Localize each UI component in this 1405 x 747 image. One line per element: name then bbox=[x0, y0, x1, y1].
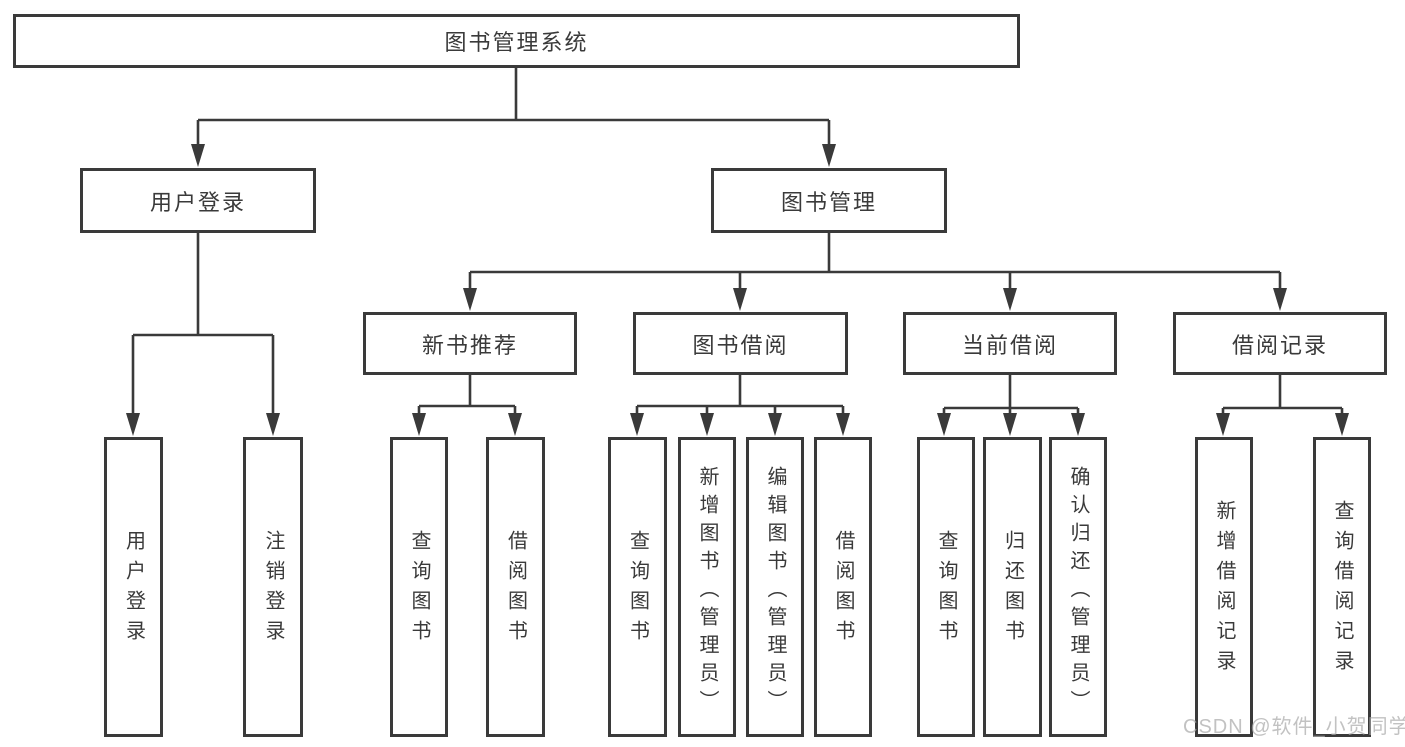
node-current-borrowing: 当前借阅 bbox=[903, 312, 1117, 375]
node-book-management: 图书管理 bbox=[711, 168, 947, 233]
node-user-login-action: 用户登录 bbox=[104, 437, 163, 737]
node-new-book-recommendation: 新书推荐 bbox=[363, 312, 577, 375]
csdn-watermark: CSDN @软件_小贺同学 bbox=[1183, 716, 1405, 738]
node-borrow-books-recommend: 借阅图书 bbox=[486, 437, 545, 737]
node-add-borrow-record: 新增借阅记录 bbox=[1195, 437, 1253, 737]
arrow-down-icon bbox=[733, 288, 747, 311]
arrow-down-icon bbox=[412, 413, 426, 436]
connector-book-borrow-split bbox=[630, 375, 850, 436]
arrow-down-icon bbox=[937, 413, 951, 436]
node-search-borrow-record: 查询借阅记录 bbox=[1313, 437, 1371, 737]
node-search-books-borrowing: 查询图书 bbox=[608, 437, 667, 737]
node-user-login: 用户登录 bbox=[80, 168, 316, 233]
node-search-books-recommend: 查询图书 bbox=[390, 437, 448, 737]
node-borrowing-records: 借阅记录 bbox=[1173, 312, 1387, 375]
node-library-management-system: 图书管理系统 bbox=[13, 14, 1020, 68]
node-book-borrowing: 图书借阅 bbox=[633, 312, 848, 375]
node-edit-books-admin: 编辑图书（管理员） bbox=[746, 437, 804, 737]
arrow-down-icon bbox=[1335, 413, 1349, 436]
arrow-down-icon bbox=[1003, 288, 1017, 311]
arrow-down-icon bbox=[630, 413, 644, 436]
arrow-down-icon bbox=[822, 144, 836, 167]
connector-root-split bbox=[191, 68, 836, 167]
arrow-down-icon bbox=[126, 413, 140, 436]
arrow-down-icon bbox=[463, 288, 477, 311]
arrow-down-icon bbox=[1273, 288, 1287, 311]
node-return-books: 归还图书 bbox=[983, 437, 1042, 737]
arrow-down-icon bbox=[191, 144, 205, 167]
arrow-down-icon bbox=[266, 413, 280, 436]
arrow-down-icon bbox=[1003, 413, 1017, 436]
connector-new-book-split bbox=[412, 375, 522, 436]
arrow-down-icon bbox=[508, 413, 522, 436]
node-logout-action: 注销登录 bbox=[243, 437, 303, 737]
connector-user-login-split bbox=[126, 233, 280, 436]
arrow-down-icon bbox=[1216, 413, 1230, 436]
node-search-books-current: 查询图书 bbox=[917, 437, 975, 737]
arrow-down-icon bbox=[700, 413, 714, 436]
node-borrow-books: 借阅图书 bbox=[814, 437, 872, 737]
node-add-books-admin: 新增图书（管理员） bbox=[678, 437, 736, 737]
node-confirm-return-admin: 确认归还（管理员） bbox=[1049, 437, 1107, 737]
connector-borrow-record-split bbox=[1216, 375, 1349, 436]
connector-current-borrow-split bbox=[937, 375, 1085, 436]
arrow-down-icon bbox=[768, 413, 782, 436]
arrow-down-icon bbox=[836, 413, 850, 436]
arrow-down-icon bbox=[1071, 413, 1085, 436]
connector-book-management-split bbox=[463, 233, 1287, 311]
